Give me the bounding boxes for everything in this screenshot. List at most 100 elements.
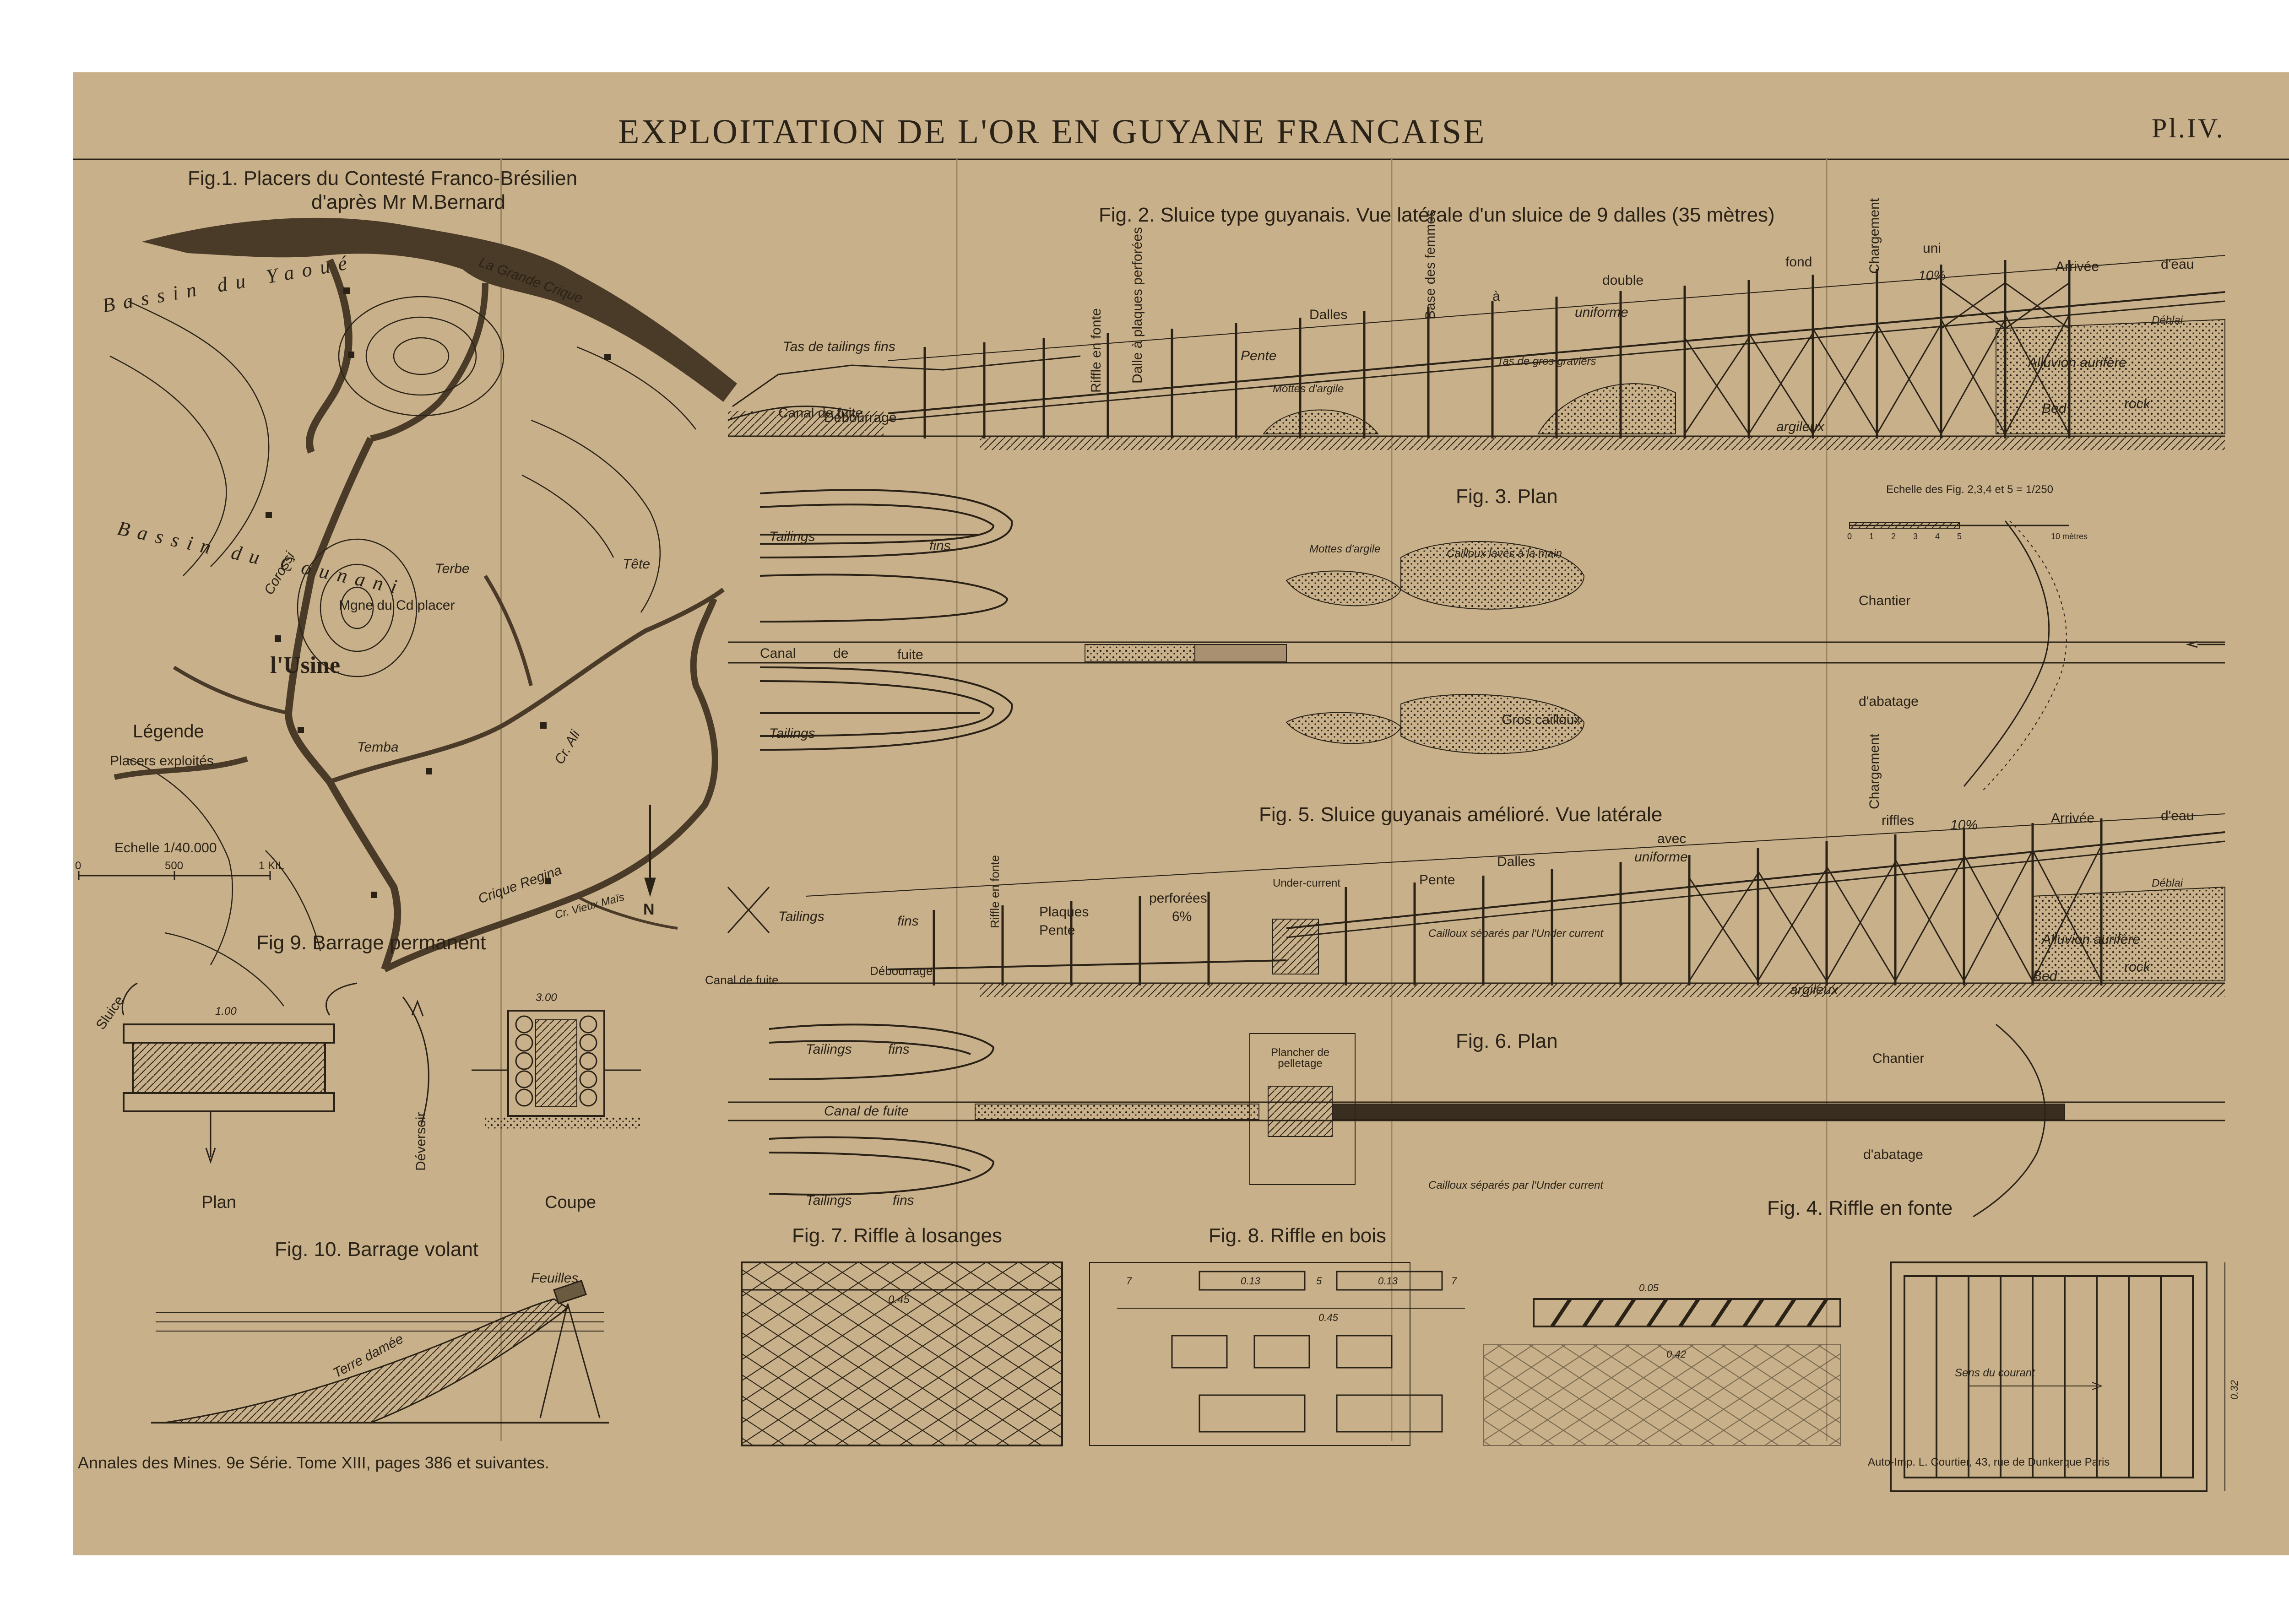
fig8-caption: Fig. 8. Riffle en bois [1209,1224,1387,1247]
fig2-label-deblai: Déblai [2152,314,2183,326]
fig2-label-bed: Bed [2042,401,2067,416]
fig9-label-plan: Plan [201,1193,237,1212]
fig5-label-alluvion: Alluvion aurifère [2042,932,2141,947]
fig3-label-canal: Canal [760,646,796,661]
fig5-label-10pct: 10% [1950,817,1978,833]
fig5-label-perforees: perforées [1149,891,1207,906]
fig5-label-canal: Canal de fuite [705,973,779,987]
fig5-label-argileux: argileux [1790,982,1839,997]
fig3-scale-1: 1 [1869,532,1874,541]
fig5-label-tailings: Tailings [778,909,824,924]
map-scale-1k: 1 KIL [259,860,285,872]
fig5-label-riffles: riffles [1882,813,1915,828]
map-creek-temba: Temba [357,740,399,755]
fig1-map [78,217,737,1007]
fig2-label-canal: Canal de fuite [778,406,863,421]
fig8-dim-1: 7 [1126,1275,1132,1287]
fig9-barrage [121,982,641,1164]
fig5-label-undercurrent: Under-current [1273,877,1341,889]
fig9-label-3m: 3.00 [536,991,557,1004]
fig2-label-tas: Tas de tailings fins [783,339,895,354]
fig2-label-uni: uni [1923,241,1942,256]
fig5-label-rock: rock [2124,959,2150,974]
fig2-label-rock: rock [2124,396,2150,411]
fig6-label-fins-2: fins [893,1193,914,1208]
fig6-label-tailings: Tailings [806,1042,852,1057]
fig5-label-pente: Pente [1039,923,1075,938]
fig8-riffle-bois [1089,1262,1841,1446]
fig2-label-alluvion: Alluvion aurifère [2028,355,2127,370]
north-arrow-label: N [643,901,655,918]
fig5-label-arrivee: Arrivée [2051,811,2095,826]
fig4-dim: 0.32 [2229,1380,2240,1400]
fig5-label-bed: Bed [2033,969,2057,984]
fig7-dim: 0.45 [888,1294,910,1306]
fig3-scale-2: 2 [1891,532,1896,541]
plate: EXPLOITATION DE L'OR EN GUYANE FRANCAISE… [73,72,2289,1555]
fig6-label-chantier: Chantier [1872,1051,1925,1066]
fig2-label-mottes: Mottes d'argile [1273,383,1344,395]
fig2-label-double: double [1602,273,1644,288]
plate-drawing [73,158,2289,1492]
fig2-label-dalle: Dalle à plaques perforées [1130,227,1145,384]
fig3-label-tailings: Tailings [769,529,815,544]
fig8-dim-4: 0.13 [1378,1275,1398,1287]
fig6-label-abatage: d'abatage [1863,1147,1923,1162]
fig1-caption: Fig.1. Placers du Contesté Franco-Brésil… [188,167,578,189]
fig10-caption: Fig. 10. Barrage volant [275,1238,479,1261]
fig9-label-1m: 1.00 [215,1005,237,1018]
legend-title: Légende [133,721,204,742]
fig2-label-debourrage: Débourrage [824,410,897,425]
fig1-caption-2: d'après Mr M.Bernard [311,191,506,213]
fig2-side-view [727,255,2225,450]
fig3-label-cailloux: Cailloux lavés à la main [1447,547,1562,560]
map-scale-label: Echelle 1/40.000 [114,840,217,855]
fig6-label-canal: Canal de fuite [824,1104,909,1119]
fig8-dim-5: 7 [1451,1275,1457,1287]
fig5-caption: Fig. 5. Sluice guyanais amélioré. Vue la… [1259,803,1663,826]
fig9-caption: Fig 9. Barrage permanent [256,931,486,954]
fig5-label-eau: d'eau [2161,808,2194,823]
fig6-label-tailings-2: Tailings [806,1193,852,1208]
fig2-label-pente: Pente [1241,348,1277,363]
fig8-dim-8: 0.42 [1666,1348,1686,1360]
fig5-label-debourrage: Débourrage [870,964,933,978]
fig2-label-base: Base des femmes [1423,209,1438,319]
fig2-label-arrivee: Arrivée [2056,259,2099,274]
fig6-caption: Fig. 6. Plan [1456,1030,1558,1052]
fig3-label-fuite: fuite [897,647,923,662]
fig5-label-6pct: 6% [1172,909,1192,924]
fig6-plan [728,1023,2225,1218]
plate-number: Pl.IV. [2152,113,2225,143]
fig2-label-graviers: Tas de gros graviers [1497,355,1596,368]
fig2-label-10pct: 10% [1918,268,1946,283]
plate-title: EXPLOITATION DE L'OR EN GUYANE FRANCAISE [618,113,1486,151]
fig8-dim-7: 0.05 [1639,1282,1659,1294]
map-creek-terbe: Terbe [435,561,470,576]
fig9-label-coupe: Coupe [545,1193,596,1212]
fig7-caption: Fig. 7. Riffle à losanges [792,1224,1002,1247]
fig5-label-uniforme: uniforme [1634,850,1688,865]
fig3-scale-10: 10 mètres [2051,532,2088,541]
fig2-label-a: à [1492,289,1500,304]
fig3-label-tailings-2: Tailings [769,726,815,741]
fig8-dim-3: 5 [1316,1275,1322,1287]
map-creek-tete: Tête [623,557,651,572]
fig5-label-fins: fins [897,914,919,929]
fig4-label-sens: Sens du courant [1955,1367,2035,1379]
fig5-label-pente-2: Pente [1419,872,1455,888]
fig6-label-fins: fins [888,1042,910,1057]
fig3-scale-0: 0 [1847,532,1852,541]
fig8-dim-6: 0.45 [1318,1312,1338,1323]
fig5-label-dalles: Dalles [1497,854,1535,869]
map-usine: l'Usine [270,652,341,678]
fig9-label-deversoir: Déversoir [413,1112,429,1171]
fig8-dim-2: 0.13 [1241,1275,1260,1287]
fig3-plan [728,489,2225,791]
fig2-label-riffle: Riffle en fonte [1089,308,1104,393]
fig3-label-chantier: Chantier [1859,593,1911,608]
fig5-label-cailloux: Cailloux séparés par l'Under current [1428,927,1604,940]
legend-item: Placers exploités [110,753,214,769]
fig5-label-plaques: Plaques [1039,904,1089,920]
fig5-label-chargement: Chargement [1867,733,1882,809]
